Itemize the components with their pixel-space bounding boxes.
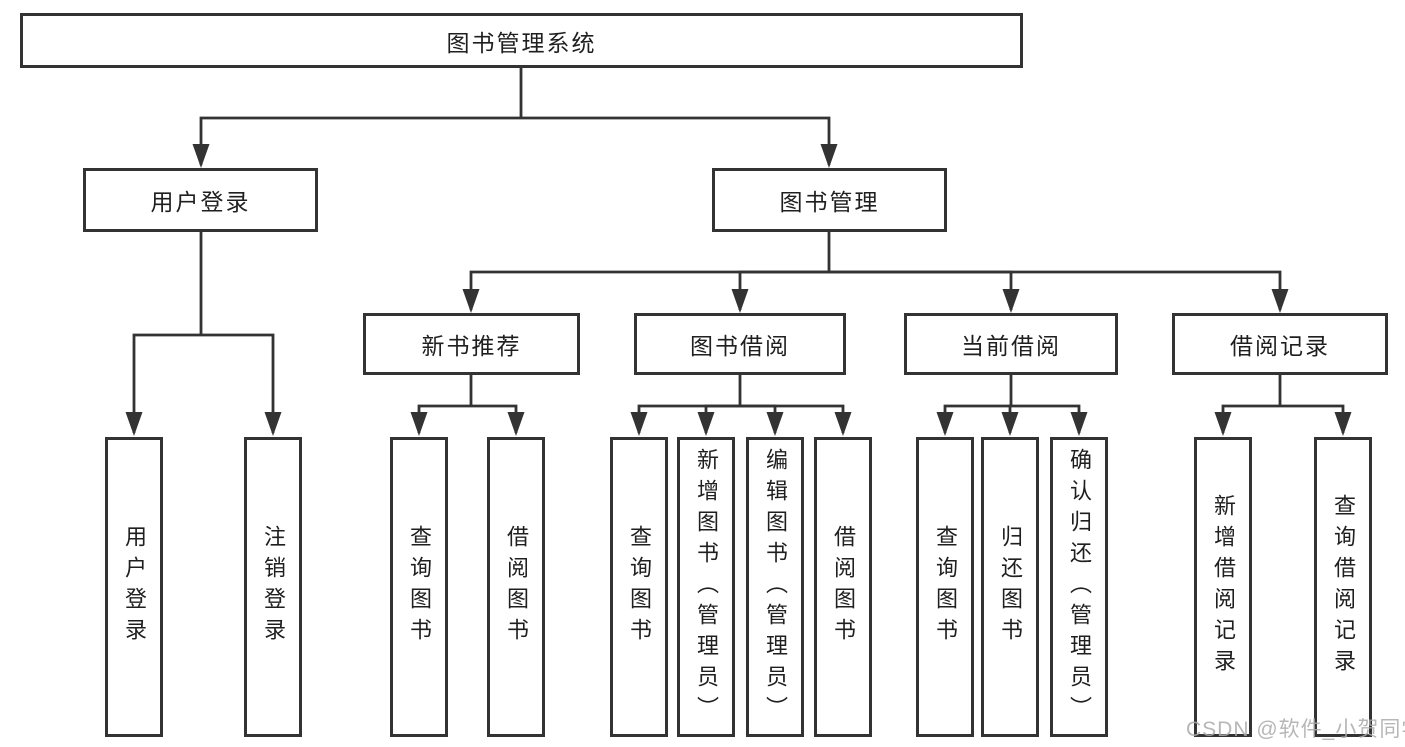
leaf-borrow-edit-book-admin: 编辑图书（管理员） xyxy=(746,437,804,737)
leaf-current-query-book: 查询图书 xyxy=(916,437,974,737)
node-root-library-system: 图书管理系统 xyxy=(20,13,1023,68)
edge-current-return xyxy=(1001,404,1019,436)
node-new-book-recommend: 新书推荐 xyxy=(363,313,580,375)
edge-record-query xyxy=(1280,404,1352,436)
leaf-record-query: 查询借阅记录 xyxy=(1314,437,1372,737)
leaf-current-return-book-label: 归还图书 xyxy=(998,525,1023,649)
csdn-watermark: CSDN @软件_小贺同学 xyxy=(1186,718,1405,741)
leaf-record-add: 新增借阅记录 xyxy=(1194,437,1252,737)
leaf-newrec-query-book-label: 查询图书 xyxy=(407,525,432,649)
node-book-borrow: 图书借阅 xyxy=(634,313,846,375)
edge-newrec-borrow xyxy=(471,404,525,436)
leaf-record-query-label: 查询借阅记录 xyxy=(1331,494,1356,680)
edge-bookmgmt-record xyxy=(829,270,1289,313)
edge-current-confirm xyxy=(1011,404,1088,436)
edge-root-book-mgmt xyxy=(521,116,838,168)
node-book-borrow-label: 图书借阅 xyxy=(690,333,790,359)
leaf-borrow-add-book-admin-label: 新增图书（管理员） xyxy=(694,447,719,727)
edge-root-user-login xyxy=(192,116,521,168)
edge-borrow-borrow xyxy=(740,404,852,436)
leaf-current-return-book: 归还图书 xyxy=(981,437,1039,737)
node-new-book-recommend-label: 新书推荐 xyxy=(421,333,522,359)
edge-record-add xyxy=(1214,404,1280,436)
leaf-user-login-label: 用户登录 xyxy=(122,525,147,649)
leaf-current-confirm-return-admin-label: 确认归还（管理员） xyxy=(1067,447,1092,727)
leaf-logout-label: 注销登录 xyxy=(261,525,286,649)
node-root-label: 图书管理系统 xyxy=(446,29,597,56)
edge-bookmgmt-borrow xyxy=(731,270,829,313)
leaf-current-confirm-return-admin: 确认归还（管理员） xyxy=(1050,437,1108,737)
edge-current-query xyxy=(936,404,1011,436)
leaf-current-query-book-label: 查询图书 xyxy=(933,525,958,649)
node-book-management: 图书管理 xyxy=(712,168,947,232)
node-borrow-record-label: 借阅记录 xyxy=(1230,333,1330,359)
node-book-management-label: 图书管理 xyxy=(779,189,880,215)
edge-userlogin-logout xyxy=(201,333,282,436)
leaf-borrow-edit-book-admin-label: 编辑图书（管理员） xyxy=(763,447,788,727)
edge-borrow-query xyxy=(630,404,740,436)
leaf-newrec-borrow-book: 借阅图书 xyxy=(487,437,545,737)
leaf-logout: 注销登录 xyxy=(244,437,302,737)
leaf-user-login: 用户登录 xyxy=(105,437,163,737)
edge-borrow-add xyxy=(697,404,740,436)
leaf-borrow-add-book-admin: 新增图书（管理员） xyxy=(677,437,735,737)
node-user-login-label: 用户登录 xyxy=(150,189,251,215)
node-user-login: 用户登录 xyxy=(83,168,318,232)
node-current-borrow-label: 当前借阅 xyxy=(961,333,1061,359)
edge-userlogin-login xyxy=(125,333,201,436)
leaf-borrow-query-book: 查询图书 xyxy=(610,437,668,737)
leaf-borrow-borrow-book: 借阅图书 xyxy=(814,437,872,737)
leaf-borrow-borrow-book-label: 借阅图书 xyxy=(831,525,856,649)
edge-bookmgmt-current xyxy=(829,270,1020,313)
edge-bookmgmt-newrec xyxy=(462,270,829,313)
edge-newrec-query xyxy=(410,404,471,436)
node-current-borrow: 当前借阅 xyxy=(904,313,1118,375)
leaf-newrec-query-book: 查询图书 xyxy=(390,437,448,737)
leaf-newrec-borrow-book-label: 借阅图书 xyxy=(504,525,529,649)
leaf-borrow-query-book-label: 查询图书 xyxy=(627,525,652,649)
edge-borrow-edit xyxy=(740,404,784,436)
leaf-record-add-label: 新增借阅记录 xyxy=(1211,494,1236,680)
node-borrow-record: 借阅记录 xyxy=(1172,313,1388,375)
